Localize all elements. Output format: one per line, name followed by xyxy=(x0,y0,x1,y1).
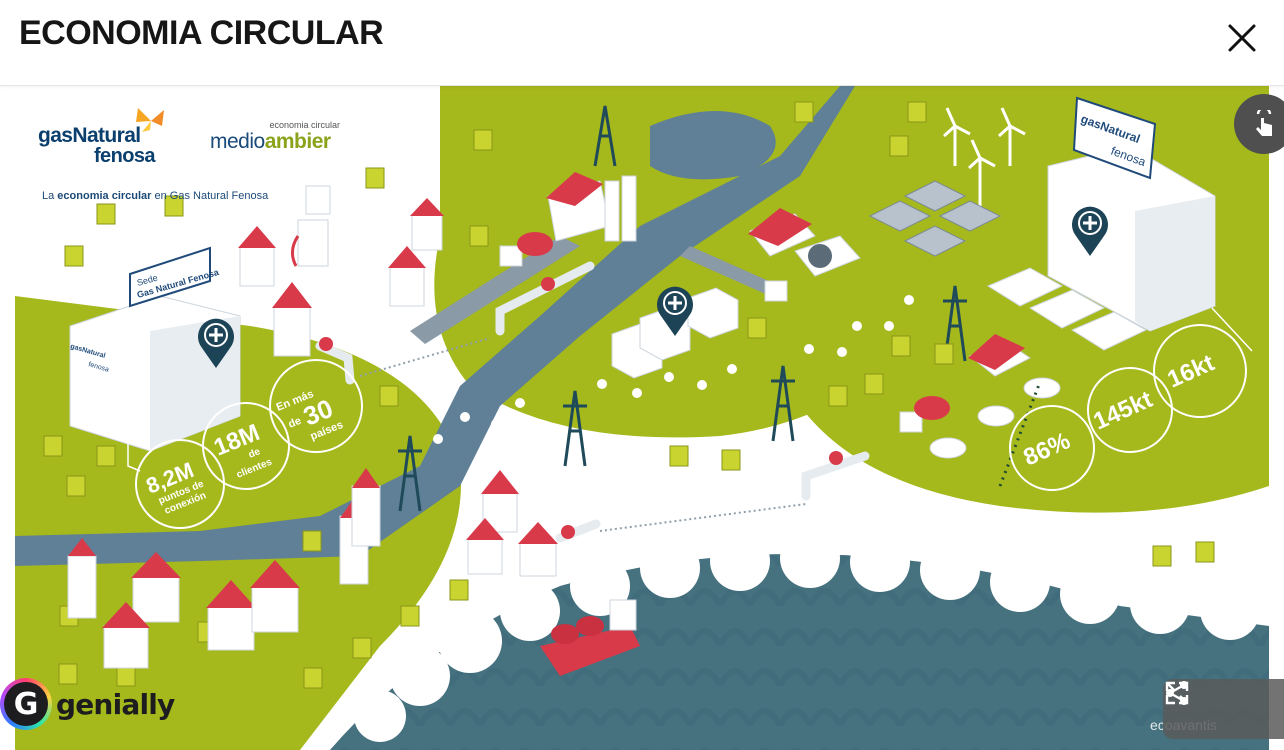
right-building xyxy=(1047,96,1216,332)
houses xyxy=(67,198,558,669)
stat-kt2-value: 16kt xyxy=(1163,349,1218,393)
infographic-canvas: Sede Gas Natural Fenosa gasNatural fenos… xyxy=(0,86,1284,750)
fullscreen-button[interactable] xyxy=(1165,681,1274,729)
trees xyxy=(43,101,1215,689)
power-line xyxy=(433,295,914,444)
stat-circles-right xyxy=(1009,324,1247,491)
ship xyxy=(540,599,640,676)
stat-clients-label-1: de xyxy=(247,446,262,461)
header-bar: ECONOMIA CIRCULAR xyxy=(0,0,1284,86)
hotspot-pin-industry[interactable] xyxy=(653,282,697,338)
stat-clients-label-2: clientes xyxy=(235,456,274,480)
close-icon xyxy=(1228,24,1256,52)
sea-foam xyxy=(354,528,1260,742)
tagline-part2: en Gas Natural Fenosa xyxy=(151,190,269,202)
factory xyxy=(546,172,861,277)
medioambiente-part2: ambier xyxy=(264,130,331,153)
gas-natural-logo-line2: fenosa xyxy=(94,145,155,167)
stat-labels: 8,2M puntos de conexión 18M de clientes … xyxy=(143,349,1219,517)
tagline-bold: economia circular xyxy=(57,190,152,202)
stat-circles-left xyxy=(135,359,363,529)
hotspot-pin-headquarters[interactable] xyxy=(1068,202,1112,258)
stat-kt1-value: 145kt xyxy=(1089,386,1156,436)
genially-badge[interactable]: G genially xyxy=(0,678,175,730)
touch-hand-icon xyxy=(1256,110,1272,136)
butterfly-icon xyxy=(136,108,164,132)
tagline-part1: La xyxy=(42,190,58,202)
stat-countries-pre-2: de xyxy=(287,415,303,431)
trucks xyxy=(499,232,950,433)
process-discs xyxy=(929,377,1061,459)
solar-panels xyxy=(868,180,1002,257)
gas-natural-logo: gasNatural fenosa xyxy=(38,124,168,167)
hotspot-pin-hq[interactable] xyxy=(194,314,238,370)
medioambiente-part1: medio xyxy=(210,130,265,153)
medioambiente-logo: economia circular medioambier xyxy=(210,120,360,154)
fullscreen-icon xyxy=(1165,681,1189,705)
touch-mode-button[interactable] xyxy=(1234,94,1284,154)
lake xyxy=(650,111,776,180)
gas-pump xyxy=(291,185,331,267)
page-title: ECONOMIA CIRCULAR xyxy=(19,14,384,52)
infographic-illustration: Sede Gas Natural Fenosa gasNatural fenos… xyxy=(15,86,1269,750)
genially-label: genially xyxy=(56,687,175,721)
gas-natural-logo-line1: gasNatural xyxy=(38,124,141,147)
genially-logo: G xyxy=(0,678,52,730)
facility-cubes xyxy=(986,267,1148,351)
tagline: La economia circular en Gas Natural Feno… xyxy=(42,190,268,202)
wind-turbines xyxy=(942,107,1026,211)
river xyxy=(15,86,855,566)
small-factory xyxy=(968,334,1031,377)
stat-percent-value: 86% xyxy=(1019,427,1074,471)
pylons xyxy=(398,105,967,512)
medioambiente-small-text: economia circular xyxy=(269,120,340,130)
close-button[interactable] xyxy=(1226,22,1258,54)
genially-logo-glyph: G xyxy=(4,682,48,726)
viewer-toolbar xyxy=(1163,679,1284,739)
